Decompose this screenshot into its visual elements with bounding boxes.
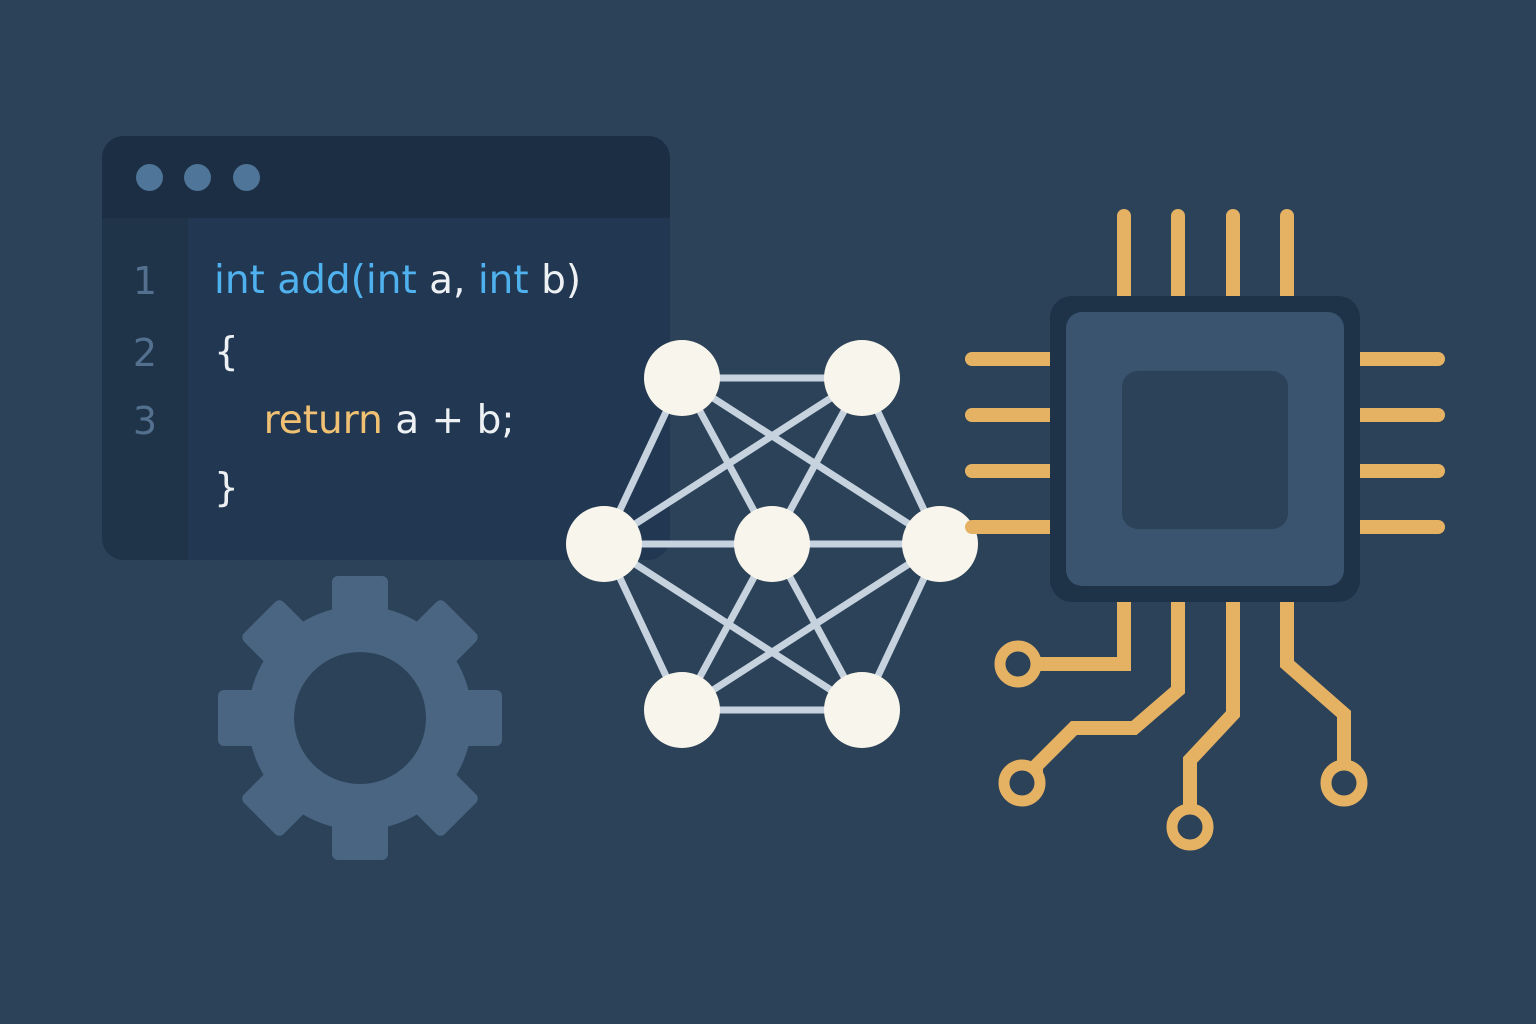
keyword-token: int	[477, 258, 529, 303]
network-node	[644, 672, 720, 748]
line-number: 2	[132, 331, 158, 375]
code-line-2: {	[214, 330, 239, 375]
chip-pins	[965, 209, 1445, 821]
code-line-4: }	[214, 466, 239, 511]
network-node	[566, 506, 642, 582]
network-node	[824, 672, 900, 748]
network-node	[734, 506, 810, 582]
keyword-token: int	[214, 258, 265, 303]
line-number: 1	[132, 259, 158, 303]
param-token: a,	[416, 258, 478, 303]
code-area[interactable]: int add(int a, int b) { return a + b; }	[188, 218, 670, 560]
neural-network-icon	[566, 340, 978, 748]
expression-token: a + b;	[382, 398, 515, 443]
window-control-dot[interactable]	[136, 164, 163, 191]
return-keyword-token: return	[263, 398, 383, 443]
gear-icon	[218, 576, 502, 860]
keyword-token: int	[365, 258, 417, 303]
network-node	[644, 340, 720, 416]
chip-die	[1122, 371, 1288, 529]
code-line-1: int add(int a, int b)	[214, 256, 581, 306]
line-number-gutter: 1 2 3	[102, 218, 188, 560]
param-token: b)	[528, 258, 582, 303]
editor-title-bar	[102, 136, 670, 218]
network-nodes	[566, 340, 978, 748]
function-name-token: add(	[264, 258, 366, 303]
network-node	[824, 340, 900, 416]
code-line-3: return a + b;	[214, 396, 515, 446]
network-node	[902, 506, 978, 582]
trace-terminals	[994, 640, 1368, 851]
window-control-dot[interactable]	[184, 164, 211, 191]
code-editor-window: 1 2 3 int add(int a, int b) { return a +…	[102, 136, 670, 560]
cpu-chip-icon	[965, 209, 1445, 851]
line-number: 3	[132, 399, 158, 443]
window-control-dot[interactable]	[233, 164, 260, 191]
